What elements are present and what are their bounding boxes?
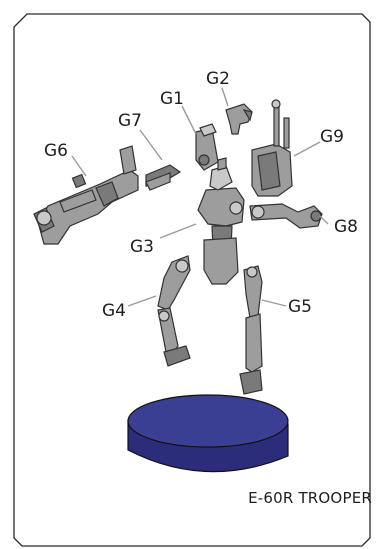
label-g8: G8 — [334, 217, 358, 237]
torso-part — [197, 157, 245, 285]
label-g7: G7 — [118, 111, 142, 131]
label-g3: G3 — [130, 237, 154, 257]
arm-part — [249, 203, 323, 229]
leader-g5 — [261, 299, 287, 307]
leader-g8 — [319, 215, 329, 225]
leader-g1 — [181, 105, 197, 135]
leader-g2 — [221, 87, 229, 107]
leader-g7 — [139, 129, 163, 161]
leader-g4 — [127, 295, 157, 307]
label-g5: G5 — [288, 297, 312, 317]
leader-g9 — [293, 141, 321, 157]
leader-g6 — [71, 155, 87, 177]
label-g6: G6 — [44, 141, 68, 161]
leader-lines — [71, 87, 329, 307]
right-leg-part — [239, 265, 263, 395]
label-g1: G1 — [160, 89, 184, 109]
model-name: E-60R TROOPER — [248, 489, 372, 507]
blaster-rifle-part — [33, 145, 139, 245]
leader-g3 — [159, 223, 197, 239]
left-leg-part — [157, 255, 191, 367]
label-g9: G9 — [320, 127, 344, 147]
scope-part — [145, 164, 182, 191]
model-base — [127, 394, 289, 473]
label-g4: G4 — [102, 301, 126, 321]
head-part — [225, 103, 253, 135]
backpack-part — [251, 99, 293, 197]
arm-piece-part — [195, 123, 219, 171]
label-g2: G2 — [206, 69, 230, 89]
